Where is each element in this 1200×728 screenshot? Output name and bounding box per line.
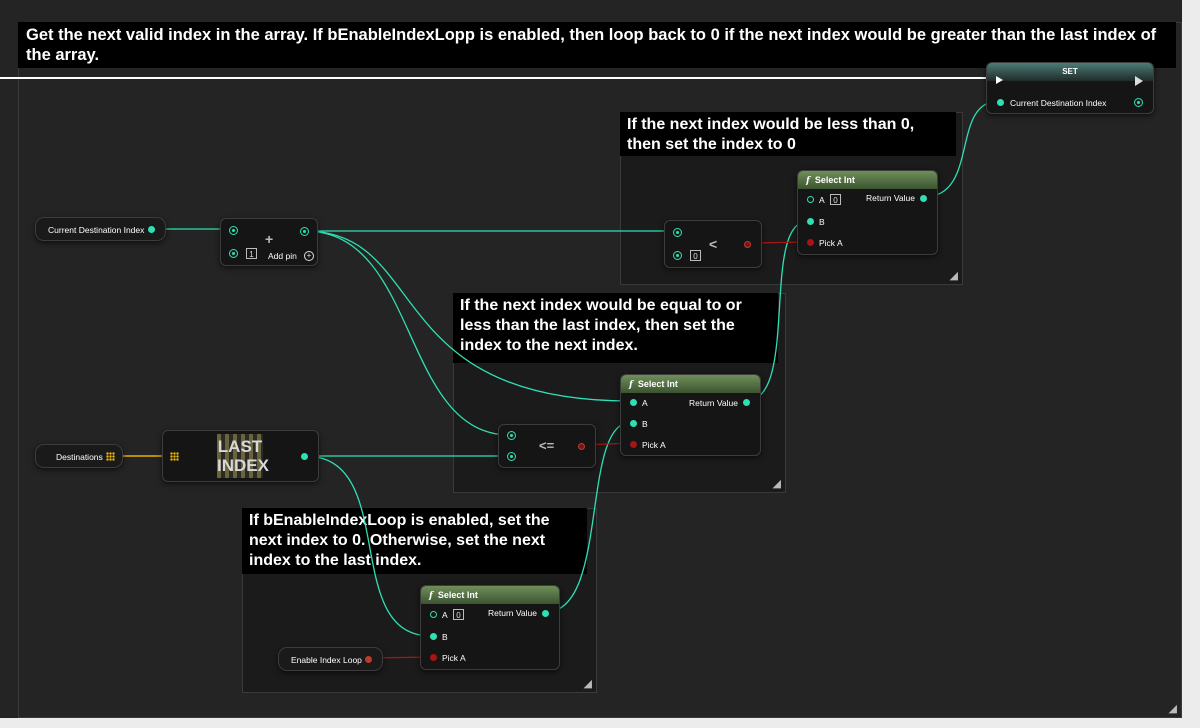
select-top-a-pin[interactable] [807,196,814,203]
enable-loop-label: Enable Index Loop [291,655,362,665]
select-int-bottom-title: Select Int [437,590,478,600]
less-equal-input-a-pin[interactable] [507,431,516,440]
less-equal-input-b-pin[interactable] [507,452,516,461]
select-top-a-label: A [819,195,825,205]
select-int-mid-title: Select Int [637,379,678,389]
less-equal-node[interactable]: <= [498,424,596,468]
less-input-a-pin[interactable] [673,228,682,237]
comment-title-less-than-zero[interactable]: If the next index would be less than 0, … [620,112,956,156]
add-output-pin[interactable] [300,227,309,236]
less-equal-output-pin[interactable] [578,443,585,450]
select-bottom-ret-label: Return Value [488,608,537,618]
select-mid-pick-label: Pick A [642,440,666,450]
select-int-bottom-header: f Select Int [421,586,559,604]
set-node-title: SET [987,63,1153,81]
set-node-input-pin[interactable] [997,99,1004,106]
select-bottom-pick-pin[interactable] [430,654,437,661]
var-output-pin[interactable] [148,226,155,233]
select-mid-b-pin[interactable] [630,420,637,427]
select-top-b-label: B [819,217,825,227]
add-pin-label[interactable]: Add pin [268,251,297,261]
select-top-ret-pin[interactable] [920,195,927,202]
comment-title-enable-loop[interactable]: If bEnableIndexLoop is enabled, set the … [242,508,587,574]
less-symbol: < [709,236,718,252]
less-equal-symbol: <= [539,438,555,453]
select-bottom-a-value[interactable]: 0 [453,609,464,620]
less-output-pin[interactable] [744,241,751,248]
function-icon: f [806,176,810,186]
select-bottom-b-label: B [442,632,448,642]
select-top-pick-pin[interactable] [807,239,814,246]
select-top-pick-label: Pick A [819,238,843,248]
last-index-input-pin[interactable] [170,452,179,461]
enable-index-loop-var[interactable]: Enable Index Loop [278,647,383,671]
select-bottom-a-label: A [442,610,448,620]
select-int-mid-node[interactable]: f Select Int A B Pick A Return Value [620,374,761,456]
select-bottom-a-pin[interactable] [430,611,437,618]
select-bottom-ret-pin[interactable] [542,610,549,617]
less-b-value[interactable]: 0 [690,250,701,261]
comment-title-less-equal-last[interactable]: If the next index would be equal to or l… [453,293,778,363]
select-mid-a-label: A [642,398,648,408]
select-mid-a-pin[interactable] [630,399,637,406]
destinations-var[interactable]: Destinations [35,444,123,468]
enable-loop-output-pin[interactable] [365,656,372,663]
resize-icon[interactable]: ◢ [949,269,958,282]
select-mid-b-label: B [642,419,648,429]
add-pin-icon[interactable]: + [304,251,314,261]
last-index-label: LAST INDEX [217,434,269,478]
select-top-a-value[interactable]: 0 [830,194,841,205]
resize-icon[interactable]: ◢ [1168,702,1177,715]
add-input-a-pin[interactable] [229,226,238,235]
select-int-bottom-node[interactable]: f Select Int A 0 B Pick A Return Value [420,585,560,670]
select-bottom-pick-label: Pick A [442,653,466,663]
header-comment[interactable]: Get the next valid index in the array. I… [18,22,1176,68]
add-b-value[interactable]: 1 [246,248,257,259]
select-int-top-node[interactable]: f Select Int A 0 B Pick A Return Value [797,170,938,255]
select-top-b-pin[interactable] [807,218,814,225]
destinations-label: Destinations [56,452,103,462]
set-node-output-pin[interactable] [1134,98,1143,107]
resize-icon[interactable]: ◢ [583,677,592,690]
select-int-top-title: Select Int [814,175,855,185]
function-icon: f [429,591,433,601]
array-grid-icon[interactable] [106,452,115,461]
select-int-mid-header: f Select Int [621,375,760,393]
set-node-pin-label: Current Destination Index [1010,98,1107,108]
select-mid-pick-pin[interactable] [630,441,637,448]
select-mid-ret-pin[interactable] [743,399,750,406]
var-label: Current Destination Index [48,225,145,235]
last-index-node[interactable]: LAST INDEX [162,430,319,482]
less-than-node[interactable]: 0 < [664,220,762,268]
exec-in-icon[interactable] [996,76,1003,84]
resize-icon[interactable]: ◢ [772,477,781,490]
add-node[interactable]: 1 + Add pin + [220,218,318,266]
select-bottom-b-pin[interactable] [430,633,437,640]
select-int-top-header: f Select Int [798,171,937,189]
select-top-ret-label: Return Value [866,193,915,203]
function-icon: f [629,380,633,390]
exec-out-icon[interactable] [1135,76,1143,86]
current-destination-index-var[interactable]: Current Destination Index [35,217,166,241]
set-node[interactable]: SET Current Destination Index [986,62,1154,114]
less-input-b-pin[interactable] [673,251,682,260]
last-index-output-pin[interactable] [301,453,308,460]
select-mid-ret-label: Return Value [689,398,738,408]
add-input-b-pin[interactable] [229,249,238,258]
add-symbol: + [265,231,274,247]
